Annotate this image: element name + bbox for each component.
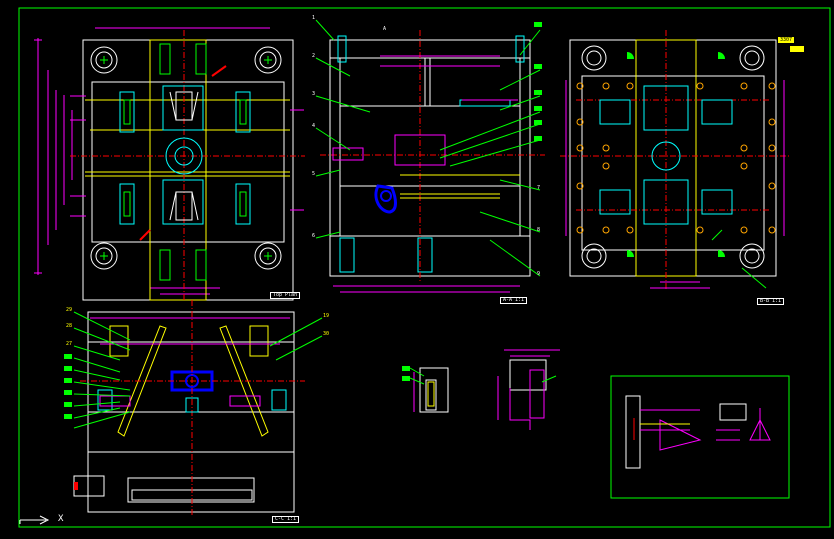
title-block: 3307	[778, 37, 795, 43]
bottom-view-scale-label: C-C 1:1	[272, 516, 300, 523]
section-callout-9: 9	[537, 271, 541, 277]
side-section-view	[64, 300, 323, 515]
ucs-icon	[19, 515, 50, 525]
section-callout-7: 7	[537, 185, 541, 191]
section-callout-4: 4	[312, 123, 316, 129]
boxed-detail-view	[610, 375, 790, 499]
right-view-scale-label: B-B 1:1	[757, 298, 785, 305]
title-block-marker	[790, 46, 804, 52]
left-note-29: 29	[66, 307, 73, 313]
section-callout-1: 1	[312, 15, 316, 21]
right-view	[560, 30, 790, 290]
section-callout-2: 2	[312, 53, 316, 59]
section-callout-6: 6	[312, 233, 316, 239]
section-title-mark: A	[383, 26, 387, 32]
section-callout-5: 5	[312, 171, 316, 177]
section-callout-3: 3	[312, 91, 316, 97]
left-note-27: 27	[66, 341, 73, 347]
top-view-scale-label: Top Plan	[270, 292, 301, 299]
ucs-axis-label: X	[58, 514, 64, 524]
right-note-19: 19	[323, 313, 330, 319]
right-note-30: 30	[323, 331, 330, 337]
section-callout-8: 8	[537, 227, 541, 233]
left-note-28: 28	[66, 323, 73, 329]
detail-views	[402, 349, 560, 430]
section-view	[315, 19, 545, 293]
top-plan-view	[34, 27, 305, 301]
section-view-scale-label: A-A 1:1	[500, 297, 528, 304]
